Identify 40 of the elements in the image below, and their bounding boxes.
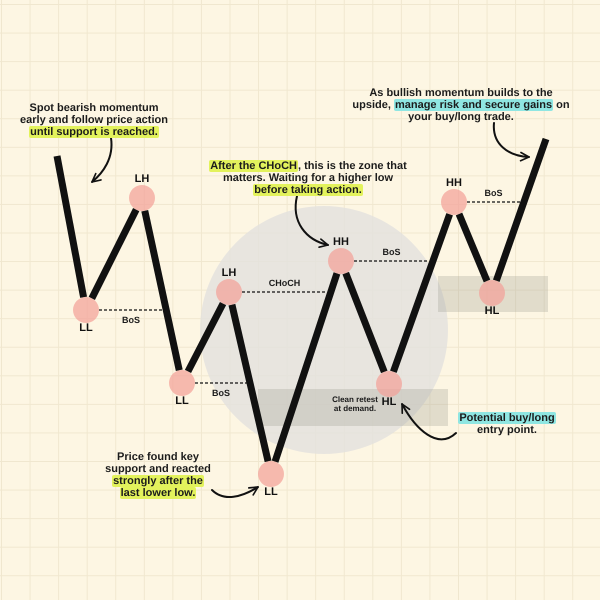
annotation-text: After the CHoCH, this is the zone that matters. Waiting for a higher low before taking action. [208,160,408,196]
swing-label: HH [446,178,462,189]
swing-label: HL [484,306,500,317]
annotation-text: Spot bearish momentum early and follow price action until support is reached. [17,102,171,138]
curved-arrow [294,195,329,248]
price-line [228,304,272,462]
curved-arrow [91,137,112,183]
price-line [390,213,453,373]
price-line [456,212,490,282]
swing-label: LL [175,396,189,407]
price-line [54,155,88,298]
annotation-text: Price found key support and reacted strongly after the last lower low. [104,451,212,499]
swing-label: HH [333,237,349,248]
annotation-text: As bullish momentum builds to the upside, manage risk and secure gains on your buy/long trade. [352,87,570,123]
edge-label: BoS [484,188,502,198]
edge-label: CHoCH [268,278,300,288]
dashed-level-line [99,309,163,311]
swing-label: LH [134,174,150,185]
dashed-level-line [354,260,429,262]
edge-label: BoS [212,388,230,398]
annotation-text: Potential buy/long entry point. [456,412,558,436]
dashed-level-line [195,382,247,384]
curved-arrow [492,122,530,162]
price-line [342,272,388,374]
dashed-level-line [467,201,520,203]
dashed-level-line [242,291,327,293]
curved-arrow [401,403,457,440]
price-line [493,138,550,282]
price-line [272,272,340,463]
swing-label: LL [79,323,93,334]
swing-label: LL [264,487,278,498]
price-line [88,208,140,300]
swing-label: LH [222,268,236,279]
edge-label: BoS [122,315,140,325]
swing-label: HL [382,397,396,408]
curved-arrow [211,486,259,498]
edge-label: BoS [382,247,400,257]
price-line [141,210,183,372]
zone-note: Clean retest at demand. [331,396,379,413]
price-line [184,302,226,374]
